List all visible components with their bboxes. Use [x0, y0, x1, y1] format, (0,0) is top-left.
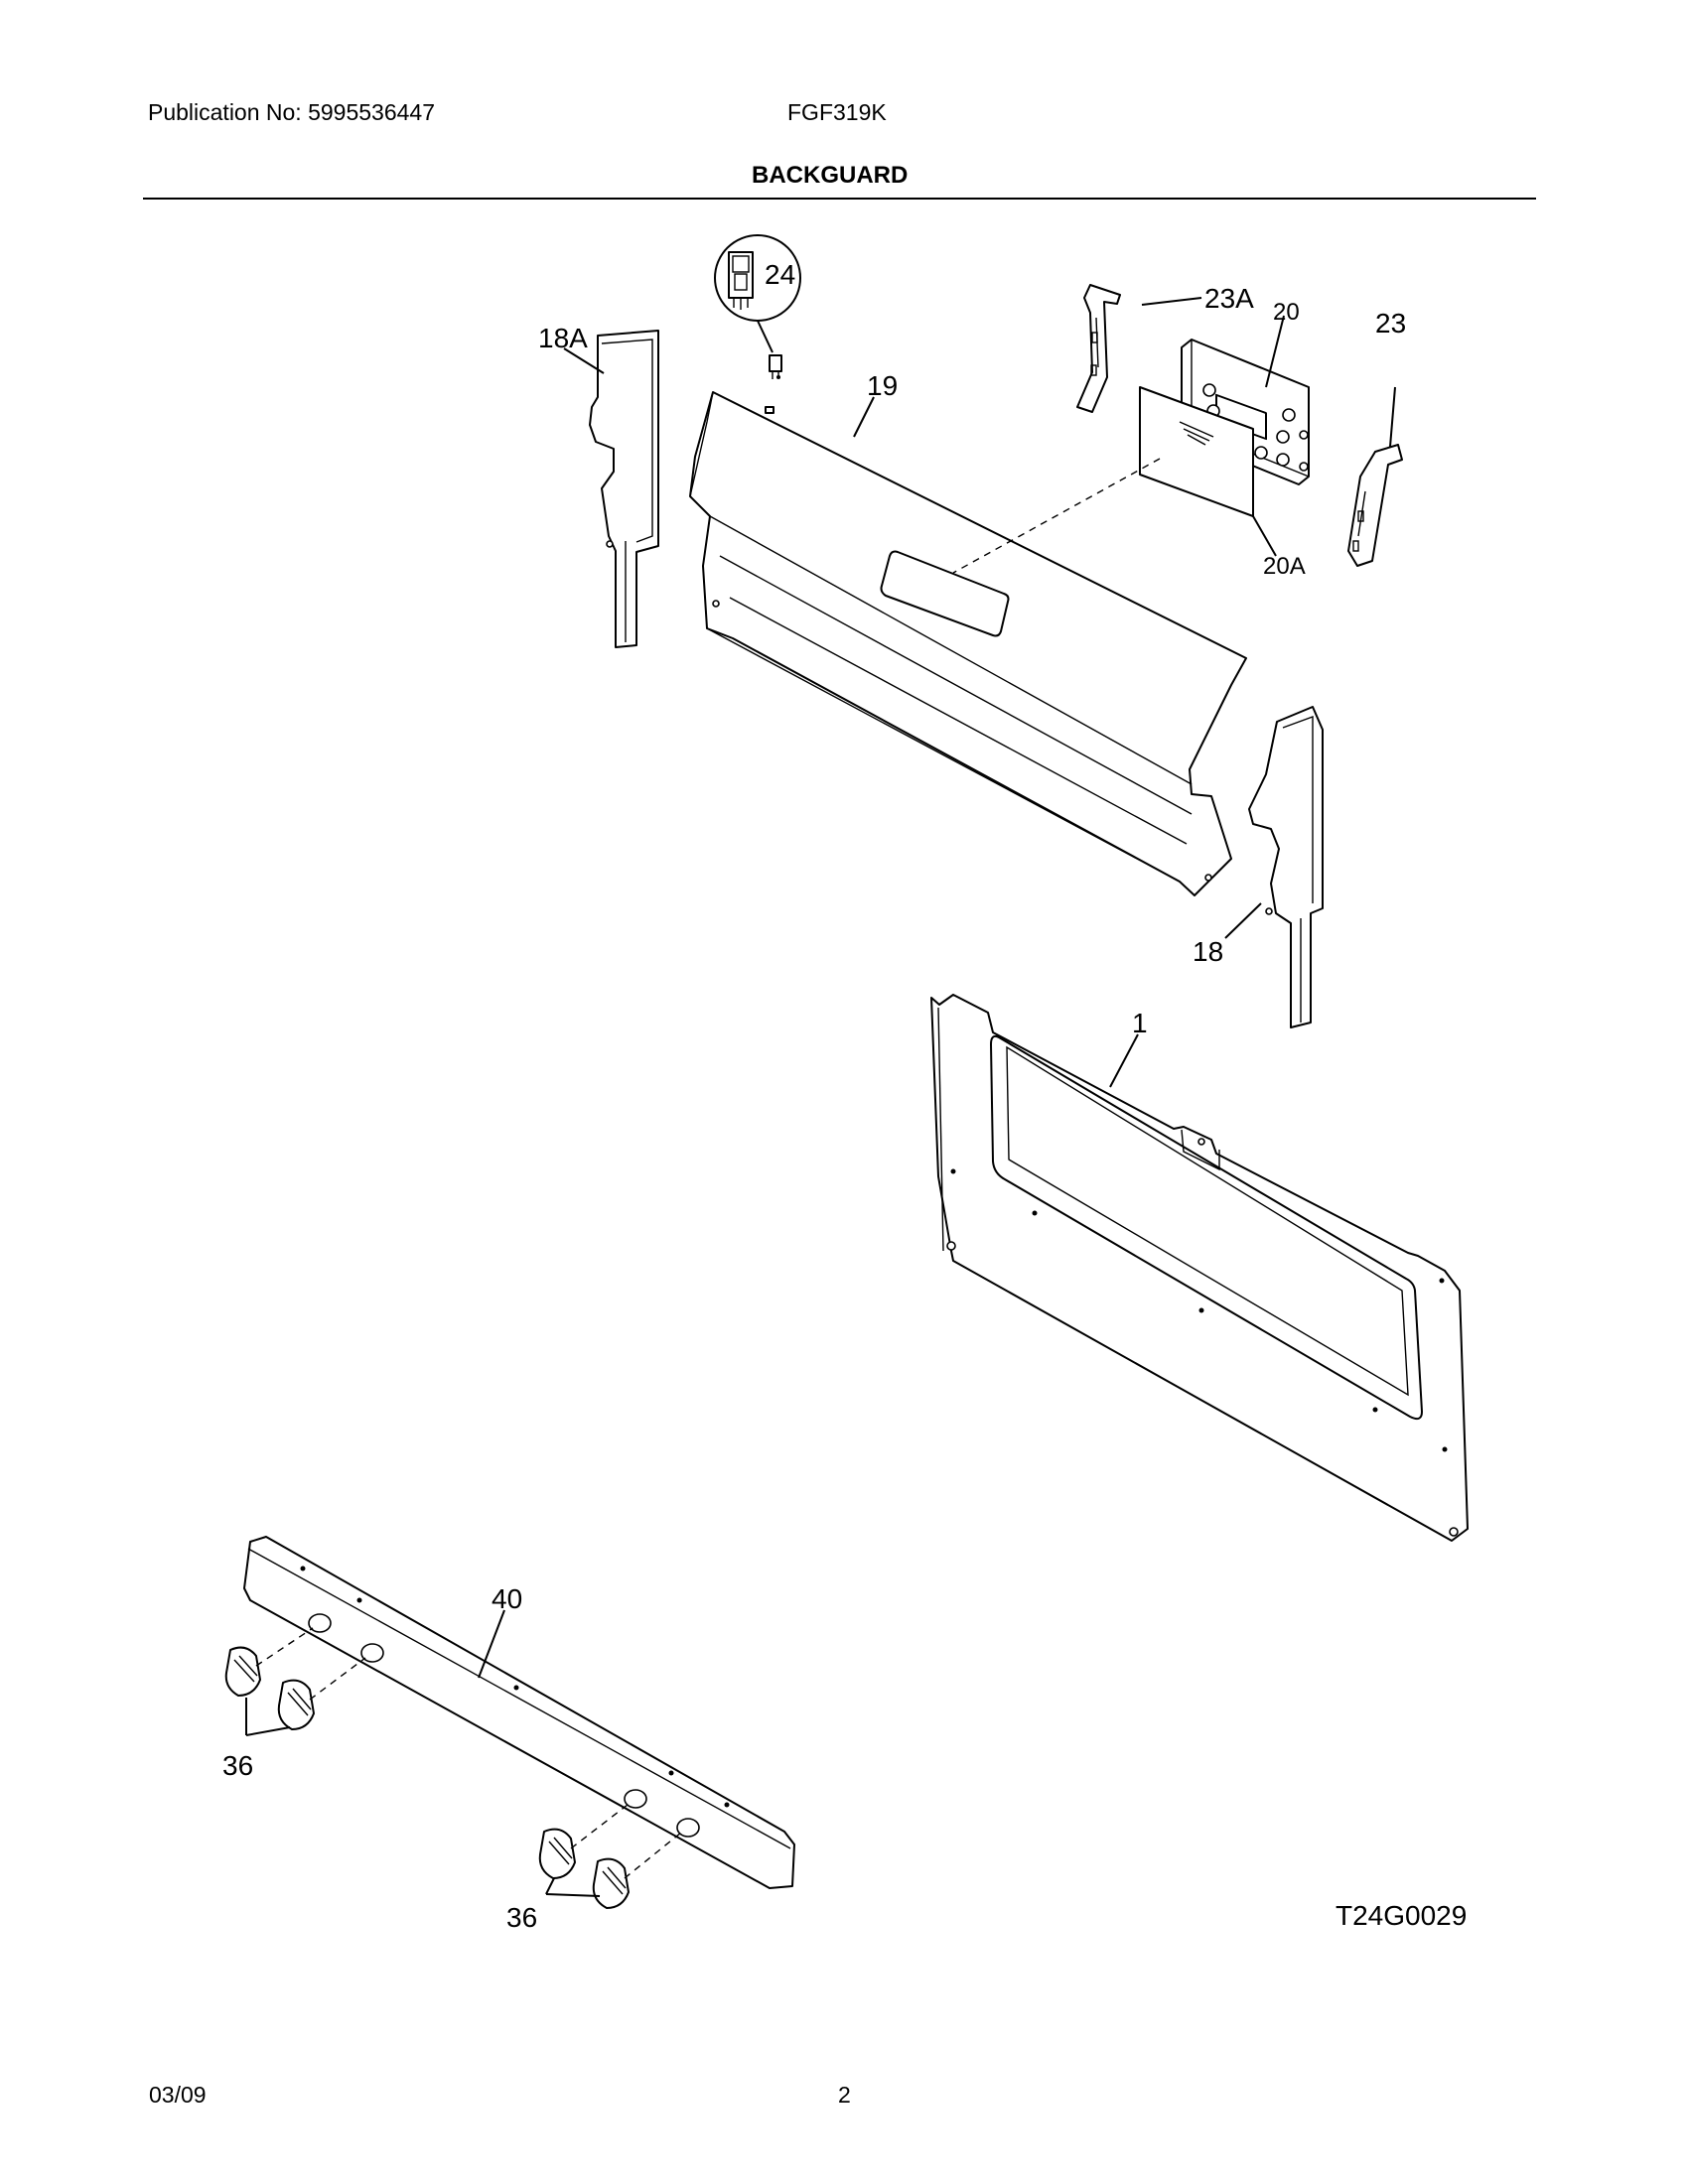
- part-23a-control-bracket: [1076, 284, 1121, 413]
- knob-3: [538, 1828, 576, 1879]
- knob-1: [224, 1646, 261, 1697]
- callout-36-top: 36: [222, 1750, 253, 1781]
- knob-2: [277, 1679, 315, 1730]
- leader-18: [1224, 902, 1262, 939]
- callout-24: 24: [765, 259, 795, 290]
- footer-date: 03/09: [149, 2082, 207, 2108]
- part-1-rear-panel: [930, 994, 1469, 1542]
- part-18-right-end-bracket: [1248, 706, 1324, 1028]
- leader-23: [1389, 386, 1396, 448]
- callout-36-bottom: 36: [506, 1902, 537, 1933]
- publication-number: Publication No: 5995536447: [148, 99, 436, 125]
- callout-23a: 23A: [1204, 283, 1254, 314]
- part-19-backguard-panel: [689, 391, 1247, 896]
- knob-4: [592, 1857, 630, 1909]
- part-24-switch: [714, 234, 801, 379]
- leader-36-bottom: [545, 1877, 601, 1897]
- assembly-line-knob-2: [309, 1657, 366, 1701]
- callout-1: 1: [1132, 1008, 1148, 1038]
- figure-code: T24G0029: [1336, 1900, 1468, 1931]
- footer-page-number: 2: [838, 2082, 851, 2108]
- leader-23a: [1141, 297, 1202, 306]
- leader-18a: [563, 347, 605, 374]
- leader-1: [1109, 1033, 1139, 1088]
- part-23-control-bracket: [1347, 444, 1403, 567]
- callout-23: 23: [1375, 308, 1406, 339]
- leader-20: [1265, 315, 1285, 388]
- callout-18a: 18A: [538, 323, 588, 353]
- section-title: BACKGUARD: [752, 162, 909, 189]
- part-40-manifold-panel: [243, 1536, 795, 1889]
- assembly-line-knob-1: [255, 1627, 314, 1667]
- header-rule: [143, 198, 1536, 200]
- callout-40: 40: [492, 1583, 522, 1614]
- assembly-line-knob-4: [624, 1832, 682, 1879]
- leader-40: [478, 1609, 505, 1679]
- leader-19: [853, 396, 875, 438]
- leader-36-top: [245, 1698, 291, 1736]
- assembly-line-knob-3: [570, 1804, 629, 1849]
- assembly-line-control: [952, 458, 1161, 574]
- callout-20: 20: [1273, 299, 1300, 326]
- part-36-knobs: [224, 1646, 630, 1909]
- callout-20a: 20A: [1263, 553, 1306, 580]
- model-number: FGF319K: [787, 99, 887, 125]
- callout-19: 19: [867, 370, 898, 401]
- leader-20a: [1252, 515, 1277, 557]
- callout-18: 18: [1193, 936, 1223, 967]
- part-18a-left-end-bracket: [589, 330, 659, 648]
